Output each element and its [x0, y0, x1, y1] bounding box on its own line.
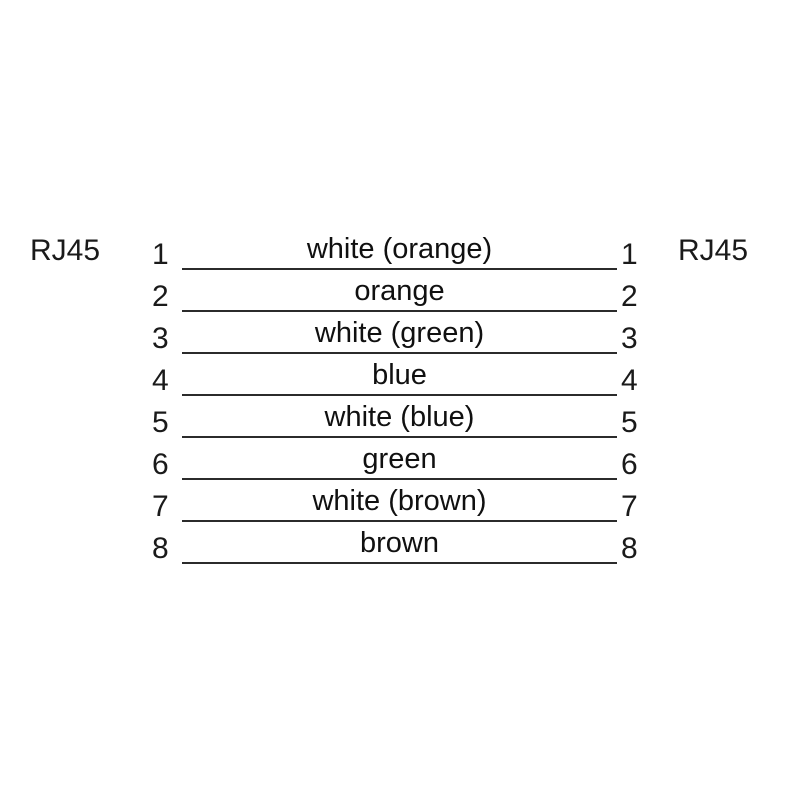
pin-number-left: 7 [152, 490, 169, 523]
wire-line [182, 562, 617, 564]
wire-line [182, 520, 617, 522]
wire-line [182, 436, 617, 438]
wire-line [182, 352, 617, 354]
wire-line [182, 268, 617, 270]
wire-line [182, 478, 617, 480]
connector-label-left: RJ45 [30, 234, 101, 267]
wire-line [182, 394, 617, 396]
wire-label: white (blue) [324, 401, 475, 433]
pin-number-right: 1 [621, 238, 638, 271]
pin-number-right: 3 [621, 322, 638, 355]
pin-number-left: 8 [152, 532, 169, 565]
pin-number-left: 4 [152, 364, 169, 397]
pin-number-left: 6 [152, 448, 169, 481]
pin-number-right: 8 [621, 532, 638, 565]
wire-label: brown [360, 527, 439, 559]
wire-label: white (orange) [306, 233, 493, 265]
wire-label: white (brown) [312, 485, 487, 517]
pin-number-left: 1 [152, 238, 169, 271]
connector-label-right: RJ45 [678, 234, 749, 267]
wire-label: blue [372, 359, 427, 391]
wire-label: green [362, 443, 437, 475]
pin-number-left: 5 [152, 406, 169, 439]
pin-number-right: 2 [621, 280, 638, 313]
wire-line [182, 310, 617, 312]
pin-number-right: 7 [621, 490, 638, 523]
pin-number-right: 6 [621, 448, 638, 481]
pin-number-right: 4 [621, 364, 638, 397]
wire-label: orange [354, 275, 445, 307]
wire-label: white (green) [314, 317, 485, 349]
pin-number-left: 2 [152, 280, 169, 313]
pin-number-left: 3 [152, 322, 169, 355]
pin-number-right: 5 [621, 406, 638, 439]
